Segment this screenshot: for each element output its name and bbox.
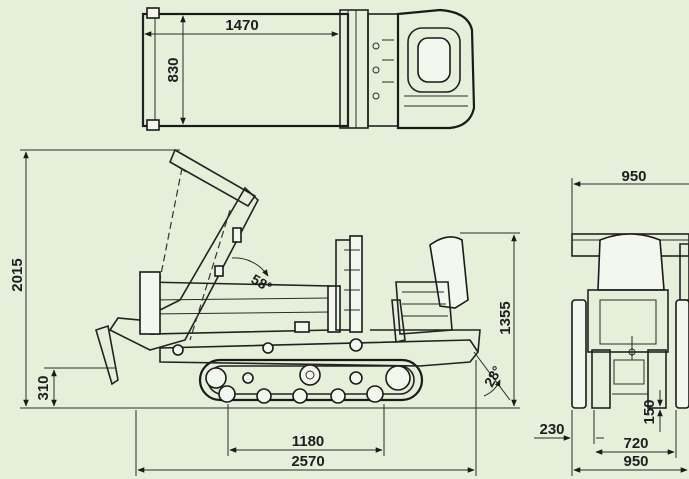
dim-front-width-top: 950 <box>621 168 646 185</box>
dim-top-width: 830 <box>165 57 182 82</box>
dim-track-offset: 230 <box>539 421 564 438</box>
dim-track-center: 1180 <box>292 433 325 450</box>
top-view: 1470 830 <box>141 7 476 131</box>
dim-seat-height: 1355 <box>497 301 514 334</box>
side-view-seat <box>429 236 469 309</box>
dim-front-width-bottom: 950 <box>623 453 648 470</box>
dim-dump-height: 310 <box>35 375 52 400</box>
dim-total-length: 2570 <box>291 453 324 470</box>
dim-top-length: 1470 <box>225 17 258 34</box>
dim-ground-clearance: 150 <box>641 399 658 424</box>
dim-angle-dump: 58° <box>249 271 275 295</box>
dim-total-height: 2015 <box>9 258 26 291</box>
raised-body-top <box>168 148 257 208</box>
front-view-seat <box>597 233 665 291</box>
side-view-track <box>198 358 424 402</box>
side-view: 58° 28° 2015 310 1355 1180 2570 <box>9 148 520 476</box>
dim-track-gauge: 720 <box>623 435 648 452</box>
front-view: 950 230 150 720 950 <box>534 168 689 476</box>
dim-angle-approach: 28° <box>481 363 505 389</box>
